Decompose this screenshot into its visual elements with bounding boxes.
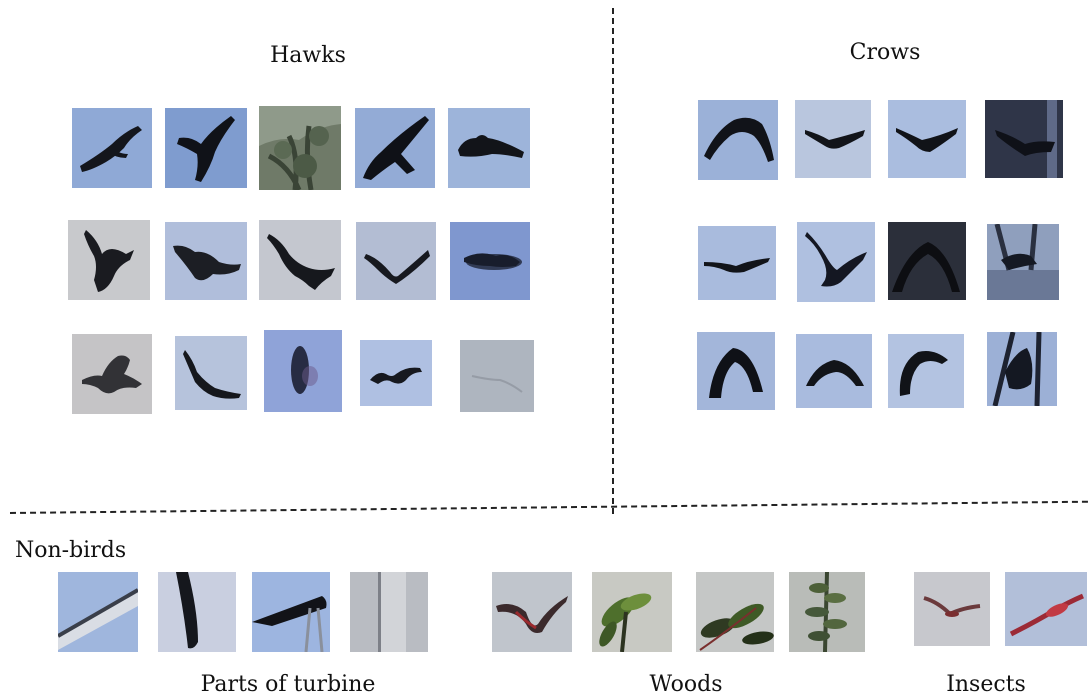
hawk-tile [259, 106, 341, 190]
crow-tile [987, 224, 1059, 300]
turbine-caption: Parts of turbine [200, 672, 376, 697]
crow-tile [888, 100, 966, 178]
horizontal-divider [9, 500, 1088, 514]
hawk-tile [264, 330, 342, 412]
hawk-tile [356, 222, 436, 300]
hawk-tile [72, 108, 152, 188]
hawks-title: Hawks [270, 43, 346, 68]
crow-tile [796, 334, 872, 408]
crow-tile [697, 332, 775, 410]
woods-tile [789, 572, 865, 652]
hawk-tile [68, 220, 150, 300]
crows-title: Crows [849, 40, 921, 65]
vertical-divider [612, 8, 614, 514]
hawk-tile [165, 108, 247, 188]
hawk-tile [460, 340, 534, 412]
hawk-tile [448, 108, 530, 188]
hawk-tile [165, 222, 247, 300]
woods-tile [592, 572, 672, 652]
insect-tile [914, 572, 990, 646]
woods-caption: Woods [649, 672, 723, 697]
hawk-tile [72, 334, 152, 414]
woods-tile [696, 572, 774, 652]
woods-tile [492, 572, 572, 652]
hawk-tile [450, 222, 530, 300]
turbine-tile [58, 572, 138, 652]
insect-tile [1005, 572, 1087, 646]
crow-tile [795, 100, 871, 178]
insects-caption: Insects [946, 672, 1026, 697]
hawk-tile [360, 340, 432, 406]
crow-tile [888, 334, 964, 408]
turbine-tile [252, 572, 330, 652]
crow-tile [987, 332, 1057, 406]
hawk-tile [175, 336, 247, 410]
crow-tile [698, 226, 776, 300]
crow-tile [698, 100, 778, 180]
crow-tile [985, 100, 1063, 178]
turbine-tile [158, 572, 236, 652]
crow-tile [797, 222, 875, 302]
hawk-tile [355, 108, 435, 188]
crow-tile [888, 222, 966, 300]
turbine-tile [350, 572, 428, 652]
hawk-tile [259, 220, 341, 300]
non-birds-title: Non-birds [15, 538, 127, 563]
